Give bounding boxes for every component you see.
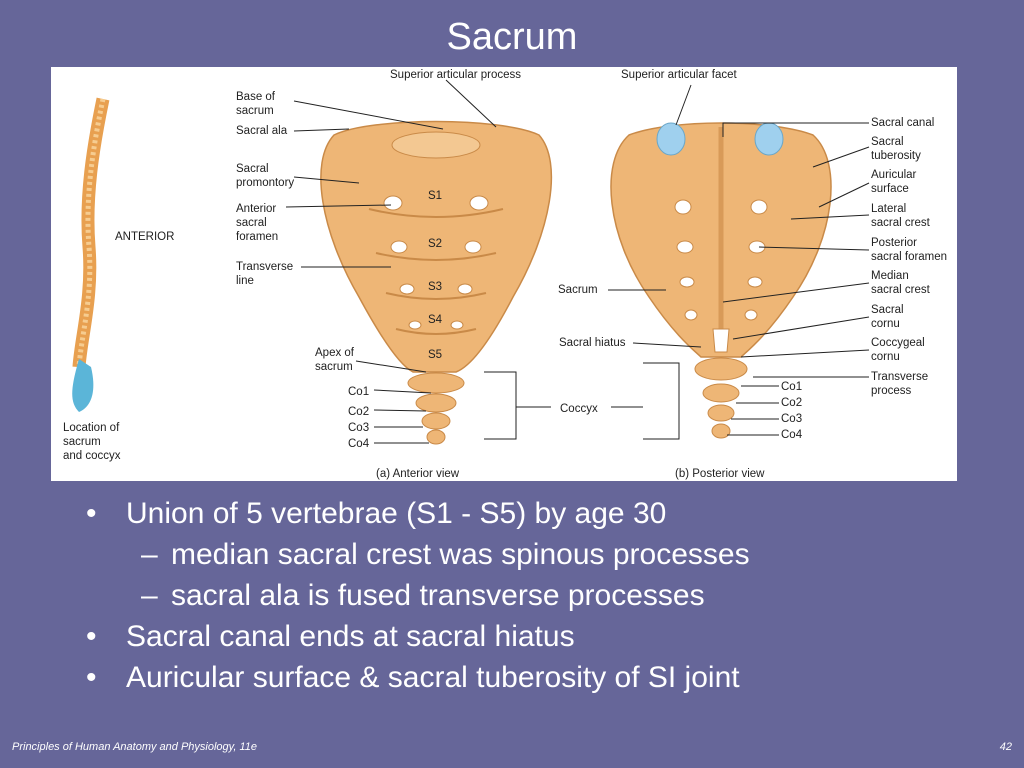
label-s4: S4	[428, 314, 443, 326]
label-superior-articular-process: Superior articular process	[390, 69, 522, 81]
label-coccyx: Coccyx	[560, 403, 598, 415]
anterior-label: ANTERIOR	[115, 231, 175, 243]
label-sacral-promontory: Sacral promontory	[236, 163, 295, 189]
sub-bullet-item: sacral ala is fused transverse processes	[86, 578, 986, 619]
location-label: Location of sacrum and coccyx	[63, 422, 121, 462]
sacrum-posterior-view	[610, 122, 832, 358]
label-co3-posterior: Co3	[781, 413, 803, 425]
caption-anterior-view: (a) Anterior view	[376, 468, 460, 480]
label-co1-anterior: Co1	[348, 386, 370, 398]
coccyx-anterior	[407, 372, 465, 445]
bullet-item: Sacral canal ends at sacral hiatus	[86, 619, 986, 660]
label-anterior-sacral-foramen: Anterior sacral foramen	[236, 203, 279, 243]
label-coccygeal-cornu: Coccygeal cornu	[871, 337, 925, 363]
bullet-item: Auricular surface & sacral tuberosity of…	[86, 660, 986, 701]
label-s5: S5	[428, 349, 443, 361]
label-sacral-cornu: Sacral cornu	[871, 304, 904, 330]
sacrum-illustration	[72, 79, 870, 445]
label-co4-anterior: Co4	[348, 438, 370, 450]
label-sacral-ala: Sacral ala	[236, 125, 288, 137]
label-s2: S2	[428, 238, 443, 250]
label-co1-posterior: Co1	[781, 381, 803, 393]
coccyx-posterior	[694, 357, 748, 439]
sacrum-figure: ANTERIOR Location of sacrum and coccyx S…	[51, 67, 957, 481]
label-sacral-tuberosity: Sacral tuberosity	[871, 136, 921, 162]
caption-posterior-view: (b) Posterior view	[675, 468, 765, 480]
page-number: 42	[999, 741, 1012, 753]
slide-title: Sacrum	[446, 16, 578, 58]
label-superior-articular-facet: Superior articular facet	[621, 69, 737, 81]
label-posterior-sacral-foramen: Posterior sacral foramen	[871, 237, 948, 263]
bullet-list: Union of 5 vertebrae (S1 - S5) by age 30…	[86, 496, 986, 701]
label-transverse-process: Transverse process	[871, 371, 929, 397]
spine-illustration	[72, 97, 110, 412]
label-base-of-sacrum: Base of sacrum	[236, 91, 275, 117]
label-co4-posterior: Co4	[781, 429, 803, 441]
label-s3: S3	[428, 281, 443, 293]
label-co2-posterior: Co2	[781, 397, 803, 409]
label-sacrum: Sacrum	[558, 284, 598, 296]
label-co2-anterior: Co2	[348, 406, 370, 418]
slide-footer: Principles of Human Anatomy and Physiolo…	[12, 741, 257, 753]
sacrum-anterior-view	[320, 120, 553, 373]
label-auricular-surface: Auricular surface	[871, 169, 917, 195]
sub-bullet-item: median sacral crest was spinous processe…	[86, 537, 986, 578]
label-lateral-sacral-crest: Lateral sacral crest	[871, 203, 930, 229]
bullet-item: Union of 5 vertebrae (S1 - S5) by age 30	[86, 496, 986, 537]
label-median-sacral-crest: Median sacral crest	[871, 270, 930, 296]
label-apex-of-sacrum: Apex of sacrum	[315, 347, 354, 373]
label-co3-anterior: Co3	[348, 422, 370, 434]
label-s1: S1	[428, 190, 443, 202]
label-sacral-canal: Sacral canal	[871, 117, 935, 129]
label-transverse-line: Transverse line	[236, 261, 294, 287]
label-sacral-hiatus: Sacral hiatus	[559, 337, 626, 349]
